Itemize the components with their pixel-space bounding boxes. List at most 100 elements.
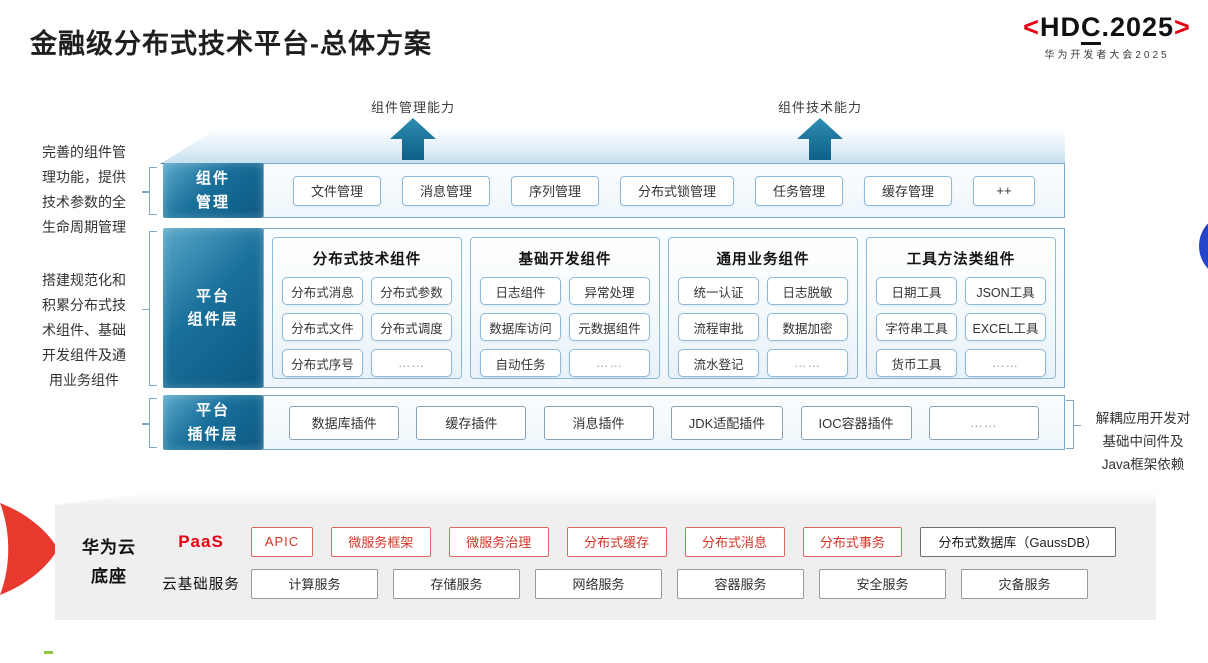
group-item: 字符串工具 [876, 313, 957, 341]
mgmt-items: 文件管理 消息管理 序列管理 分布式锁管理 任务管理 缓存管理 ++ [263, 163, 1065, 218]
layer-component-management: 组件 管理 文件管理 消息管理 序列管理 分布式锁管理 任务管理 缓存管理 ++ [163, 163, 1065, 218]
group-item-more: …… [371, 349, 452, 377]
paas-item: 分布式缓存 [566, 526, 667, 557]
paas-item: 微服务治理 [448, 526, 549, 557]
group-item: 流程审批 [678, 313, 759, 341]
iaas-items: 计算服务 存储服务 网络服务 容器服务 安全服务 灾备服务 [251, 568, 1116, 599]
page-title: 金融级分布式技术平台-总体方案 [30, 29, 432, 59]
green-tick-decoration [44, 651, 53, 654]
plugin-item: 数据库插件 [289, 405, 400, 440]
group-common-business: 通用业务组件 统一认证 日志脱敏 流程审批 数据加密 流水登记 …… [668, 237, 858, 379]
group-title: 分布式技术组件 [312, 252, 422, 268]
group-title: 通用业务组件 [716, 252, 810, 268]
iaas-item: 灾备服务 [961, 568, 1088, 599]
paas-item-gaussdb: 分布式数据库（GaussDB） [920, 526, 1117, 557]
logo-bracket-right: > [1174, 12, 1191, 42]
group-item: 分布式文件 [282, 313, 363, 341]
layer-label-plugins: 平台 插件层 [163, 395, 263, 450]
mgmt-item: 文件管理 [292, 175, 381, 206]
logo-name-c: C [1080, 12, 1102, 45]
group-item: 分布式调度 [371, 313, 452, 341]
capability-technical: 组件技术能力 [740, 97, 900, 165]
plugin-item: 消息插件 [543, 405, 654, 440]
iaas-item: 网络服务 [535, 568, 662, 599]
capability-management-label: 组件管理能力 [370, 100, 455, 115]
paas-item: 微服务框架 [331, 526, 431, 557]
hdc-logo-text: <HDC.2025> [1014, 12, 1200, 45]
up-arrow-icon [390, 118, 436, 160]
foundation-top-face [55, 491, 1156, 505]
iaas-item: 容器服务 [677, 568, 804, 599]
paas-item: 分布式事务 [802, 526, 903, 557]
iaas-label: 云基础服务 [162, 577, 240, 593]
group-item: 分布式消息 [282, 277, 363, 305]
plugin-item-more: …… [928, 405, 1039, 440]
component-groups: 分布式技术组件 分布式消息 分布式参数 分布式文件 分布式调度 分布式序号 ……… [263, 228, 1065, 388]
group-item-more: …… [965, 349, 1046, 377]
paas-item: 分布式消息 [684, 526, 785, 557]
paas-row: PaaS APIC 微服务框架 微服务治理 分布式缓存 分布式消息 分布式事务 … [151, 526, 1117, 557]
layer-platform-components: 平台 组件层 分布式技术组件 分布式消息 分布式参数 分布式文件 分布式调度 分… [163, 228, 1065, 388]
layer-label-components: 平台 组件层 [163, 228, 263, 388]
group-item-more: …… [767, 349, 848, 377]
group-item: 数据加密 [767, 313, 848, 341]
plugin-item: JDK适配插件 [670, 405, 784, 440]
mgmt-item: 消息管理 [401, 175, 490, 206]
group-utility-tools: 工具方法类组件 日期工具 JSON工具 字符串工具 EXCEL工具 货币工具 …… [866, 237, 1056, 379]
mgmt-item: 分布式锁管理 [619, 175, 734, 206]
layer-platform-plugins: 平台 插件层 数据库插件 缓存插件 消息插件 JDK适配插件 IOC容器插件 …… [163, 395, 1065, 450]
group-item: 日期工具 [876, 277, 957, 305]
red-arrow-icon [0, 503, 58, 595]
foundation-rows: PaaS APIC 微服务框架 微服务治理 分布式缓存 分布式消息 分布式事务 … [149, 526, 1117, 599]
group-item: 数据库访问 [480, 313, 561, 341]
capability-management: 组件管理能力 [333, 97, 493, 165]
paas-item: APIC [251, 526, 313, 557]
group-items: 日志组件 异常处理 数据库访问 元数据组件 自动任务 …… [471, 277, 659, 387]
group-item: 统一认证 [678, 277, 759, 305]
logo-name-pre: HD [1039, 12, 1081, 42]
paas-label: PaaS [178, 531, 224, 551]
note-component-management: 完善的组件管 理功能，提供 技术参数的全 生命周期管理 [42, 144, 126, 235]
group-items: 分布式消息 分布式参数 分布式文件 分布式调度 分布式序号 …… [273, 277, 461, 387]
huawei-cloud-foundation: 华为云 底座 PaaS APIC 微服务框架 微服务治理 分布式缓存 分布式消息… [55, 505, 1156, 620]
group-items: 统一认证 日志脱敏 流程审批 数据加密 流水登记 …… [669, 277, 857, 387]
note-plugin-layer: 解耦应用开发对 基础中间件及 Java框架依赖 [1095, 411, 1191, 472]
iaas-item: 存储服务 [393, 568, 520, 599]
paas-items: APIC 微服务框架 微服务治理 分布式缓存 分布式消息 分布式事务 分布式数据… [251, 526, 1117, 557]
left-bracket-row3 [142, 398, 157, 448]
group-item: 元数据组件 [569, 313, 650, 341]
group-items: 日期工具 JSON工具 字符串工具 EXCEL工具 货币工具 …… [867, 277, 1055, 387]
group-distributed-tech: 分布式技术组件 分布式消息 分布式参数 分布式文件 分布式调度 分布式序号 …… [272, 237, 462, 379]
group-item: 日志组件 [480, 277, 561, 305]
hdc-logo: <HDC.2025> 华为开发者大会2025 [1014, 12, 1200, 61]
group-item: 日志脱敏 [767, 277, 848, 305]
group-item-more: …… [569, 349, 650, 377]
platform-top-face [160, 128, 1065, 164]
group-item: 流水登记 [678, 349, 759, 377]
mgmt-item: 任务管理 [754, 175, 843, 206]
mgmt-item-more: ++ [972, 175, 1035, 206]
iaas-row: 云基础服务 计算服务 存储服务 网络服务 容器服务 安全服务 灾备服务 [151, 568, 1116, 599]
logo-name-post: .2025 [1101, 12, 1175, 42]
group-title: 工具方法类组件 [906, 252, 1016, 268]
layer-label-mgmt: 组件 管理 [163, 163, 263, 218]
logo-bracket-left: < [1023, 12, 1040, 42]
left-bracket-row2 [142, 231, 157, 386]
iaas-item: 安全服务 [819, 568, 946, 599]
up-arrow-icon [797, 118, 843, 160]
right-bracket-plugins [1066, 400, 1081, 449]
group-item: 分布式参数 [371, 277, 452, 305]
blue-circle-decoration [1199, 213, 1208, 279]
plugin-items: 数据库插件 缓存插件 消息插件 JDK适配插件 IOC容器插件 …… [263, 395, 1065, 450]
capability-technical-label: 组件技术能力 [777, 100, 862, 115]
group-item: 自动任务 [480, 349, 561, 377]
group-item: 货币工具 [876, 349, 957, 377]
group-title: 基础开发组件 [518, 252, 612, 268]
group-item: 异常处理 [569, 277, 650, 305]
iaas-item: 计算服务 [251, 568, 378, 599]
foundation-label: 华为云 底座 [82, 537, 136, 586]
group-item: EXCEL工具 [965, 313, 1046, 341]
group-item: JSON工具 [965, 277, 1046, 305]
note-platform-components: 搭建规范化和 积累分布式技 术组件、基础 开发组件及通 用业务组件 [42, 272, 126, 388]
